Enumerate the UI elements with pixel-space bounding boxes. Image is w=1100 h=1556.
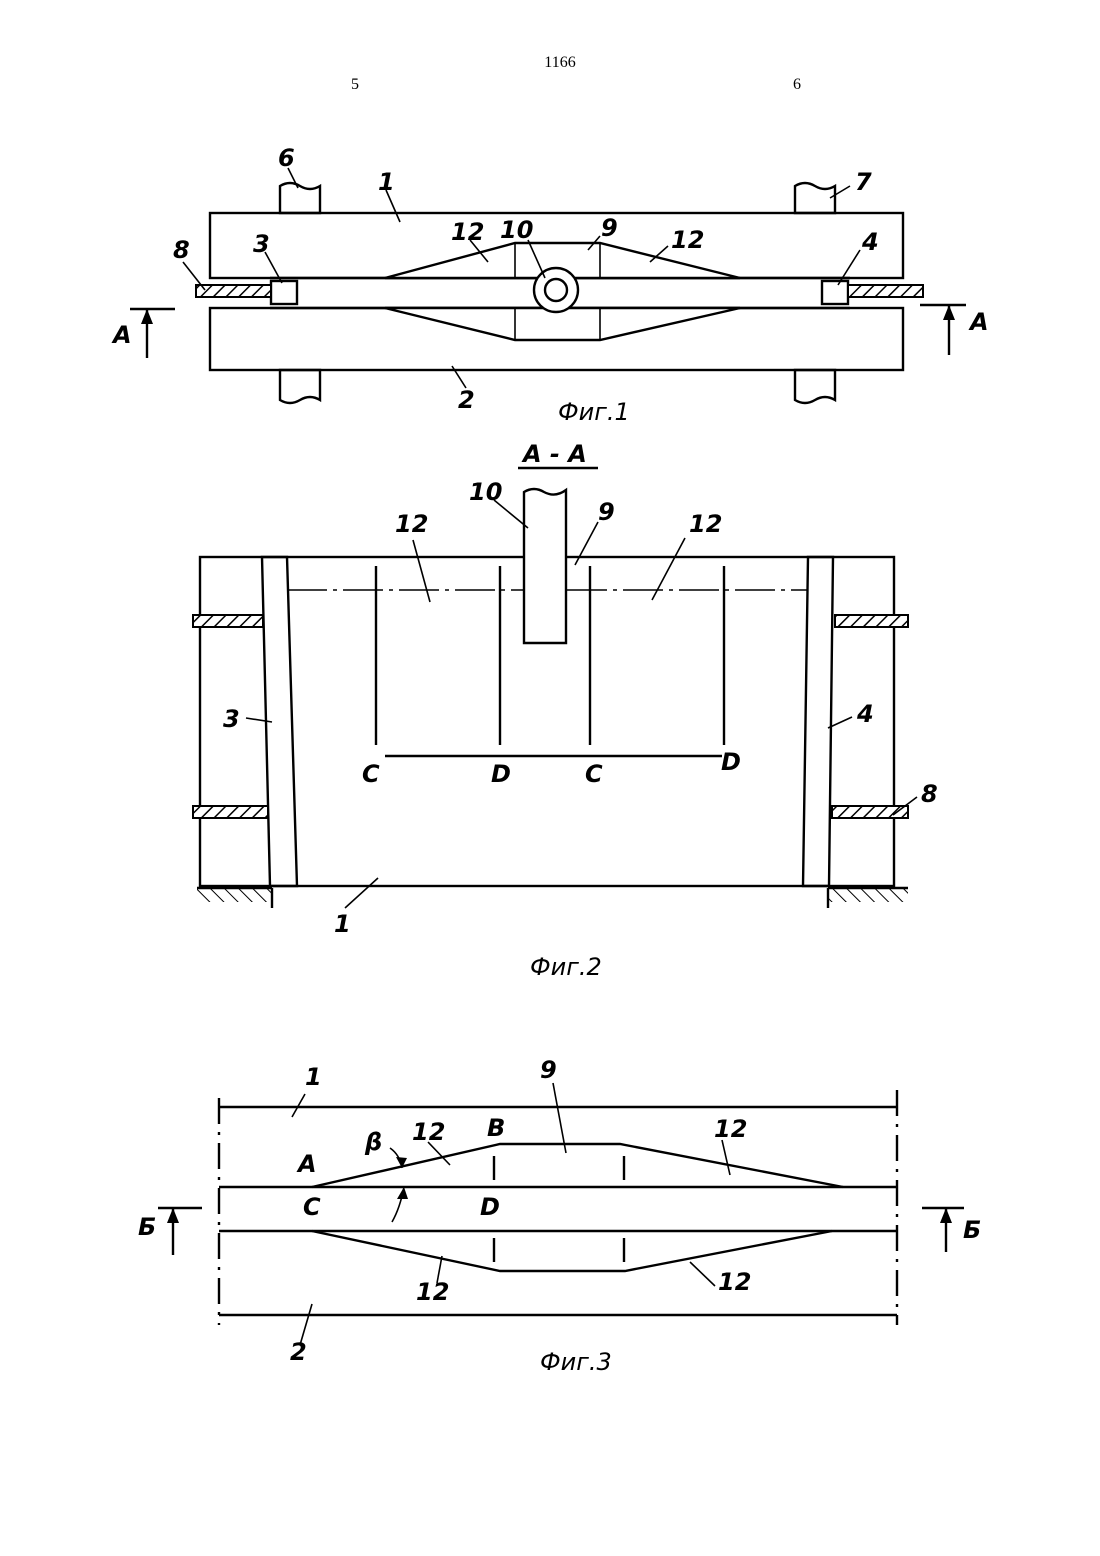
- plate-4: [803, 557, 833, 886]
- point-d: D: [480, 1193, 500, 1221]
- point-c: С: [303, 1193, 321, 1221]
- block-3: [271, 281, 297, 304]
- figure-2: А - А: [193, 440, 938, 981]
- label-12-upper-right: 12: [714, 1115, 747, 1143]
- caption-fig-3: Фиг.3: [540, 1348, 612, 1376]
- label-12-lower-left: 12: [416, 1278, 449, 1306]
- label-8: 8: [173, 236, 190, 264]
- wedge-lower: [312, 1231, 832, 1271]
- figure-3: Б Б 1 9 12 12 12 12 А β В С D 2 Фиг.3: [138, 1056, 981, 1376]
- section-mark-right: А: [968, 308, 989, 336]
- caption-fig-2: Фиг.2: [530, 953, 602, 981]
- section-mark-right: Б: [963, 1216, 981, 1244]
- support-6: [280, 183, 320, 213]
- label-7: 7: [855, 168, 872, 196]
- point-b: В: [487, 1114, 505, 1142]
- support-lower-right: [795, 370, 835, 403]
- wedge-lower: [385, 308, 740, 340]
- point-beta: β: [364, 1128, 382, 1156]
- label-9: 9: [601, 214, 618, 242]
- rod-8-left: [196, 285, 271, 297]
- label-12-upper-left: 12: [412, 1118, 445, 1146]
- block-4: [822, 281, 848, 304]
- caption-fig-1: Фиг.1: [558, 398, 630, 426]
- section-mark-left: А: [111, 321, 132, 349]
- label-12-left: 12: [451, 218, 484, 246]
- figure-1: А А 6 7 1 12 10 9 12 3 4 8 2 Фиг.1: [111, 144, 989, 426]
- section-title: А - А: [521, 440, 587, 468]
- label-12-left: 12: [395, 510, 428, 538]
- label-8: 8: [921, 780, 938, 808]
- label-3: 3: [223, 705, 240, 733]
- point-c-1: С: [362, 760, 380, 788]
- label-3: 3: [253, 230, 270, 258]
- label-6: 6: [278, 144, 295, 172]
- label-12-right: 12: [671, 226, 704, 254]
- wedge-upper: [312, 1144, 843, 1187]
- label-1: 1: [305, 1063, 322, 1091]
- support-lower-left: [280, 370, 320, 403]
- point-d-1: D: [491, 760, 511, 788]
- label-9: 9: [540, 1056, 557, 1084]
- label-2: 2: [290, 1338, 307, 1366]
- point-a: А: [296, 1150, 317, 1178]
- label-12-right: 12: [689, 510, 722, 538]
- rod-10-outer: [534, 268, 578, 312]
- rod-10: [524, 489, 566, 643]
- label-10: 10: [500, 216, 533, 244]
- label-10: 10: [469, 478, 502, 506]
- label-1: 1: [334, 910, 351, 938]
- support-7: [795, 183, 835, 213]
- label-12-lower-right: 12: [718, 1268, 751, 1296]
- point-d-2: D: [721, 748, 741, 776]
- label-4: 4: [856, 700, 874, 728]
- label-9: 9: [598, 498, 615, 526]
- section-mark-left: Б: [138, 1213, 156, 1241]
- label-1: 1: [378, 168, 395, 196]
- point-c-2: С: [585, 760, 603, 788]
- label-2: 2: [458, 386, 475, 414]
- label-4: 4: [861, 228, 879, 256]
- rod-8-right: [848, 285, 923, 297]
